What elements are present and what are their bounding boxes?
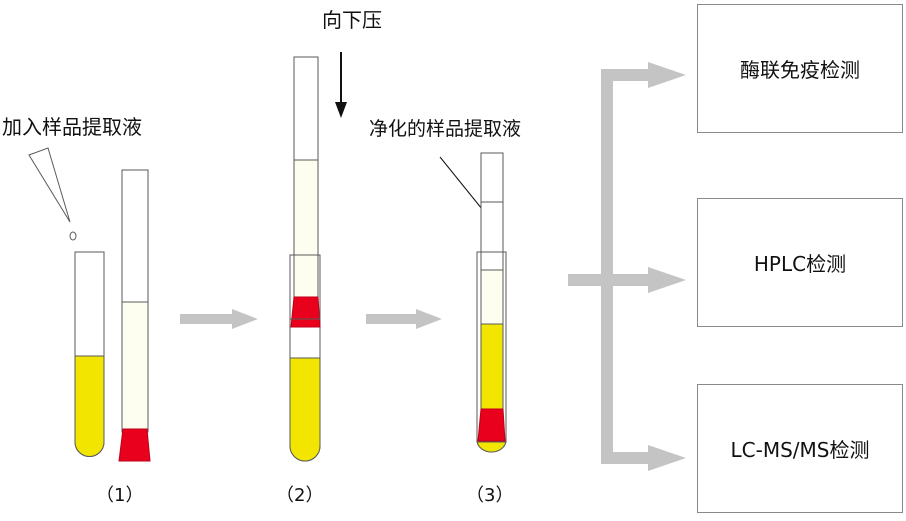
detection-box-lcmsms: LC-MS/MS检测 — [697, 384, 903, 513]
press-down-label: 向下压 — [322, 8, 382, 32]
purified-extract-label: 净化的样品提取液 — [369, 118, 522, 140]
purification-column-2 — [289, 56, 321, 328]
pipette-icon — [28, 147, 71, 223]
sample-tube-1 — [74, 251, 105, 457]
arrow-step-1-to-2 — [180, 309, 258, 329]
purification-column-1 — [118, 169, 151, 462]
press-down-arrow-icon — [335, 52, 347, 118]
step-label-1: （1） — [96, 485, 144, 506]
step-label-2: （2） — [276, 485, 324, 506]
arrow-step-2-to-3 — [366, 309, 442, 329]
purified-extract-pointer — [439, 156, 483, 210]
add-extract-label: 加入样品提取液 — [2, 115, 142, 139]
branch-arrows — [568, 62, 686, 471]
detection-label-elisa: 酶联免疫检测 — [740, 58, 860, 82]
purification-column-3 — [476, 152, 507, 443]
detection-box-elisa: 酶联免疫检测 — [697, 4, 903, 133]
detection-label-lcmsms: LC-MS/MS检测 — [730, 438, 870, 462]
step-label-3: （3） — [466, 485, 514, 506]
detection-box-hplc: HPLC检测 — [697, 198, 903, 327]
droplet-icon — [69, 231, 77, 241]
detection-label-hplc: HPLC检测 — [753, 252, 847, 276]
